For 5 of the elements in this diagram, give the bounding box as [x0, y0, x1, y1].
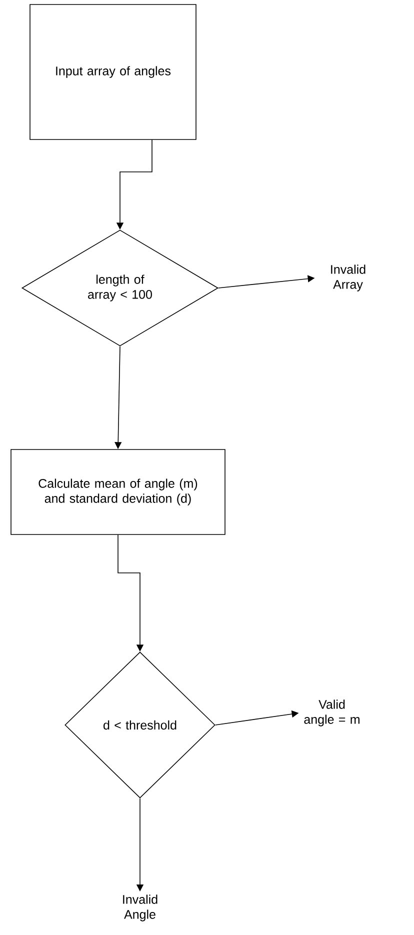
process-box: Input array of angles: [30, 4, 196, 140]
outcome-text: Valid angle = m: [304, 700, 360, 726]
outcome-text: Invalid Angle: [123, 894, 158, 922]
process-box: Calculate mean of angle (m) and standard deviation (d): [10, 449, 226, 535]
outcome-text: Invalid Array: [331, 264, 366, 292]
